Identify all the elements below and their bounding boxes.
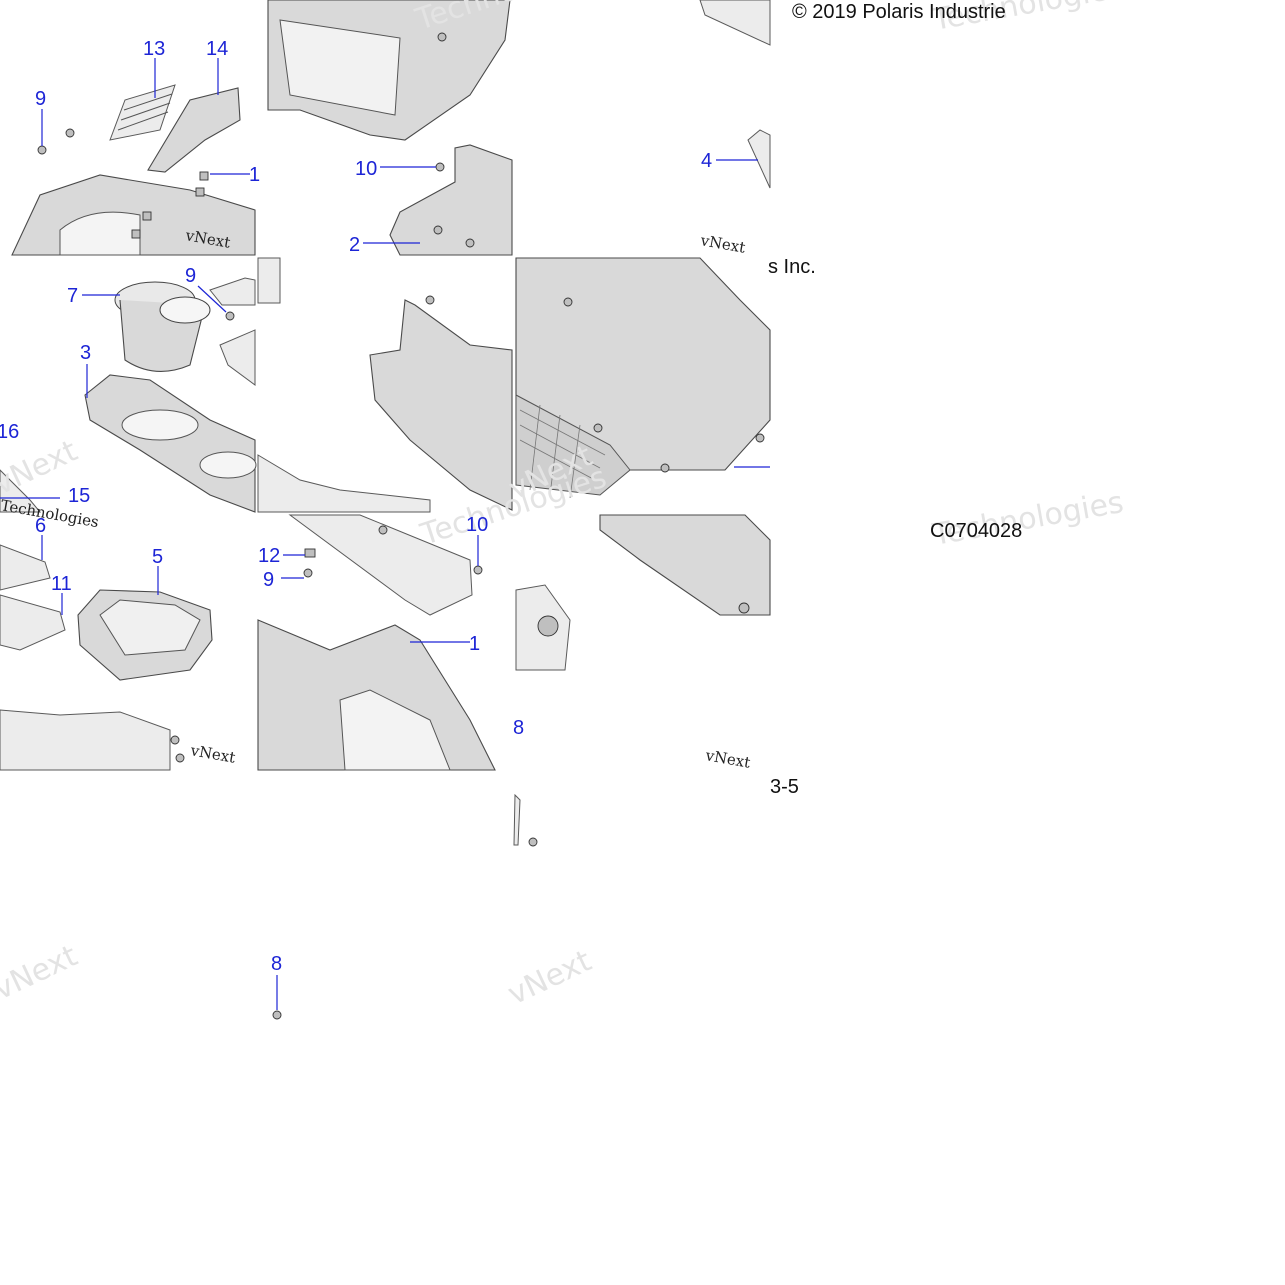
callout-15: 15 (68, 485, 90, 507)
callout-11: 11 (51, 573, 72, 595)
part-console-1 (257, 514, 496, 771)
part-grille-4 (699, 0, 771, 189)
part-cupholder-7 (114, 281, 211, 372)
callout-16: 16 (0, 421, 19, 443)
fastener-screw (425, 295, 435, 305)
svg-text:vNext: vNext (703, 746, 751, 772)
part-console-base (0, 709, 171, 771)
callout-4: 4 (701, 150, 712, 172)
callout-labels: 13 14 9 1 10 2 4 7 9 3 16 15 6 11 5 12 9… (0, 38, 712, 975)
part-upper-panel (267, 0, 511, 141)
part-bin-5 (77, 589, 213, 681)
part-side-panel (257, 257, 513, 513)
fastener-screw (37, 128, 209, 239)
callout-8: 8 (513, 717, 524, 739)
part-trim-11 (0, 594, 66, 651)
fastener-screw (303, 525, 483, 578)
svg-text:vNext: vNext (188, 741, 236, 767)
callout-10: 10 (355, 158, 377, 180)
svg-text:vNext: vNext (698, 231, 746, 257)
svg-text:vNext: vNext (503, 943, 597, 1012)
callout-8: 8 (271, 953, 282, 975)
callout-1: 1 (249, 164, 260, 186)
callout-12: 12 (258, 545, 280, 567)
fastener-screw (170, 735, 185, 763)
part-lower-panel (515, 257, 771, 499)
callout-9: 9 (263, 569, 274, 591)
callout-9: 9 (185, 265, 196, 287)
callout-5: 5 (152, 546, 163, 568)
callout-14: 14 (206, 38, 228, 60)
callout-1: 1 (469, 633, 480, 655)
part-fragment (513, 793, 538, 847)
callout-13: 13 (143, 38, 165, 60)
part-lower-bracket-2 (389, 144, 513, 256)
callout-3: 3 (80, 342, 91, 364)
callout-6: 6 (35, 515, 46, 537)
fastener-screw (433, 32, 475, 248)
part-cover-6 (0, 544, 51, 591)
callout-10: 10 (466, 514, 488, 536)
copyright-text: © 2019 Polaris Industrie (792, 1, 1006, 23)
callout-7: 7 (67, 285, 78, 307)
fastener-screw (225, 311, 235, 321)
figure-code: C0704028 (930, 520, 1022, 542)
svg-text:vNext: vNext (0, 938, 83, 1007)
fastener-8 (272, 1010, 282, 1020)
callout-2: 2 (349, 234, 360, 256)
part-bracket-14 (147, 87, 241, 173)
leader-lines (0, 58, 770, 1010)
fastener-screw (563, 297, 765, 473)
part-grille-13 (109, 84, 176, 141)
part-side-fragment (515, 514, 771, 671)
copyright-text-continued: s Inc. (768, 256, 816, 278)
svg-text:Technologies: Technologies (929, 485, 1126, 553)
callout-9: 9 (35, 88, 46, 110)
page-number: 3-5 (770, 776, 799, 798)
part-console-tray-3 (84, 374, 257, 513)
part-fragment (0, 277, 256, 513)
